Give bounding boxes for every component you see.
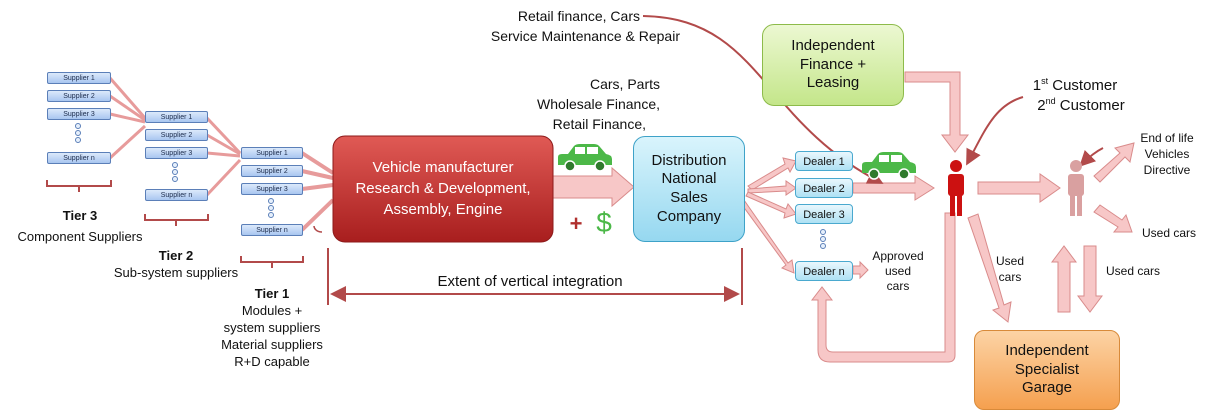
tier1-label: Tier 1 <box>254 286 290 301</box>
approved-label-1: Approved <box>872 249 924 263</box>
tier1-supplier-1: Supplier 1 <box>241 147 303 159</box>
manufacturer-box-shape <box>332 135 554 243</box>
first-customer-pointer <box>966 96 1024 166</box>
approved-label-3: cars <box>886 279 910 293</box>
first-customer-number: 1 <box>1032 77 1042 94</box>
customer-to-garage-used-arrow <box>1077 245 1103 313</box>
dealer-ellipsis-dots <box>820 229 828 250</box>
manufacturer-title: Vehicle manufacturer <box>372 159 514 176</box>
dealer-n-box: Dealer n <box>795 261 853 281</box>
vertical-integration-line <box>327 248 743 305</box>
garage-line-2: Specialist <box>1014 360 1080 378</box>
flow-label-cars-parts: Cars, Parts <box>589 76 660 92</box>
tier1-hook-pointer <box>313 225 323 233</box>
plus-sign: + <box>569 211 583 236</box>
nsc-line-3: Sales <box>670 189 708 206</box>
end-of-life-line-1: End of life <box>1140 131 1194 145</box>
independent-finance-box: Independent Finance + Leasing <box>762 24 904 106</box>
customer-to-second-customer-arrow <box>977 173 1061 203</box>
second-customer-text: Customer <box>1055 97 1125 114</box>
used-cars-label-left-1: Used <box>995 254 1024 268</box>
tier2-to-tier1-links <box>205 116 242 197</box>
tier2-supplier-n: Supplier n <box>145 189 208 201</box>
used-car-return-loop <box>810 212 956 363</box>
second-customer-number: 2 <box>1037 97 1046 114</box>
dealer-3-box: Dealer 3 <box>795 204 853 224</box>
end-of-life-line-3: Directive <box>1143 163 1191 177</box>
end-of-life-line-2: Vehicles <box>1144 147 1190 161</box>
second-customer-person-icon <box>1068 160 1084 216</box>
tier2-ellipsis-dots <box>172 162 180 183</box>
second-customer-label: 2nd Customer <box>1006 96 1156 116</box>
garage-line-3: Garage <box>1021 379 1073 397</box>
first-customer-suffix: st <box>1041 76 1049 86</box>
first-customer-text: Customer <box>1048 77 1118 94</box>
tier3-to-tier2-links <box>108 77 147 160</box>
nsc-line-1: Distribution <box>651 151 727 169</box>
finance-line-3: Leasing <box>806 74 860 92</box>
tier1-supplier-2: Supplier 2 <box>241 165 303 177</box>
nsc-to-dealers-arrows <box>739 157 797 274</box>
customer-to-garage-arrow <box>967 213 1012 323</box>
to-used-cars-arrow <box>1093 204 1133 233</box>
manufacturer-line-2: Research & Development, <box>355 180 531 197</box>
tier1-supplier-n: Supplier n <box>241 224 303 236</box>
tier3-supplier-3: Supplier 3 <box>47 108 111 120</box>
tier1-description-2: system suppliers <box>223 320 321 335</box>
tier3-supplier-2: Supplier 2 <box>47 90 111 102</box>
second-customer-pointer <box>1079 147 1104 167</box>
tier1-supplier-3: Supplier 3 <box>241 183 303 195</box>
tier3-description: Component Suppliers <box>17 229 143 244</box>
to-end-of-life-arrow <box>1093 142 1135 183</box>
manufacturer-line-3: Assembly, Engine <box>383 201 503 218</box>
tier2-supplier-2: Supplier 2 <box>145 129 208 141</box>
first-customer-person-icon <box>948 160 964 216</box>
national-sales-company-box: Distribution National Sales Company <box>633 136 745 242</box>
car-icon <box>558 144 612 172</box>
manufacturer-to-nsc-arrow <box>552 166 635 208</box>
dealer-2-box: Dealer 2 <box>795 178 853 198</box>
retail-finance-label: Retail finance, Cars <box>517 8 640 24</box>
tier1-to-manufacturer-links <box>300 151 335 232</box>
tier2-supplier-1: Supplier 1 <box>145 111 208 123</box>
tier-brackets <box>46 180 304 268</box>
used-cars-label-left-2: cars <box>998 270 1022 284</box>
garage-line-1: Independent <box>1005 341 1089 359</box>
vertical-integration-label: Extent of vertical integration <box>437 273 623 290</box>
flow-label-wholesale-finance: Wholesale Finance, <box>537 96 660 112</box>
tier3-supplier-n: Supplier n <box>47 152 111 164</box>
approved-label-2: used <box>884 264 912 278</box>
tier2-supplier-3: Supplier 3 <box>145 147 208 159</box>
nsc-line-4: Company <box>656 207 722 225</box>
tier3-supplier-1: Supplier 1 <box>47 72 111 84</box>
used-cars-label-middle: Used cars <box>1105 264 1161 278</box>
service-maintenance-label: Service Maintenance & Repair <box>490 28 680 44</box>
second-customer-suffix: nd <box>1045 96 1056 106</box>
finance-line-2: Finance + <box>799 55 867 73</box>
tier1-ellipsis-dots <box>268 198 276 219</box>
tier1-description-3: Material suppliers <box>221 337 323 352</box>
garage-to-customer-arrow <box>1051 245 1077 313</box>
tier1-description-1: Modules + <box>241 303 303 318</box>
dealer-to-customer-arrow <box>852 175 935 201</box>
tier2-label: Tier 2 <box>158 248 194 263</box>
tier3-ellipsis-dots <box>75 123 83 144</box>
tier2-description: Sub-system suppliers <box>113 265 239 280</box>
tier3-label: Tier 3 <box>62 208 98 223</box>
car-icon <box>862 152 916 180</box>
finance-line-1: Independent <box>791 36 875 54</box>
flow-label-retail-finance: Retail Finance, <box>552 116 646 132</box>
first-customer-label: 1st Customer <box>1000 76 1150 96</box>
tier1-description-4: R+D capable <box>234 354 310 369</box>
dollar-icon: $ <box>596 207 612 238</box>
approved-used-arrow <box>852 260 869 280</box>
nsc-line-2: National <box>661 170 717 188</box>
finance-to-customer-arrow <box>904 71 970 153</box>
independent-garage-box: Independent Specialist Garage <box>974 330 1120 410</box>
used-cars-label-right: Used cars <box>1141 226 1197 240</box>
dealer-1-box: Dealer 1 <box>795 151 853 171</box>
